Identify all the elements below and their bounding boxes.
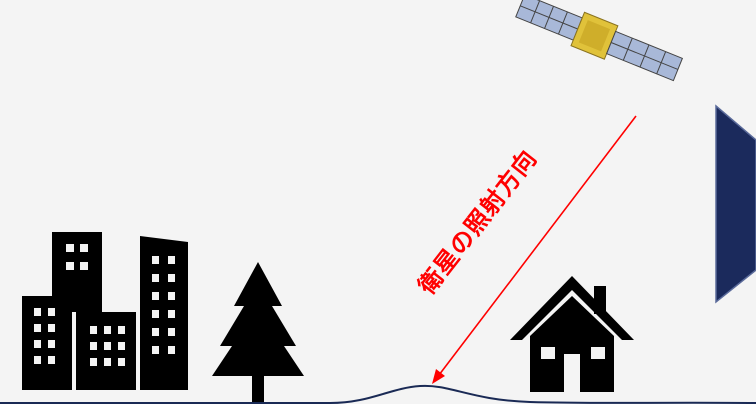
buildings-icon [22, 232, 188, 390]
house-icon [510, 276, 634, 392]
satellite-icon [514, 0, 685, 86]
tree-icon [212, 262, 304, 402]
next-arrow-icon[interactable] [716, 106, 756, 302]
